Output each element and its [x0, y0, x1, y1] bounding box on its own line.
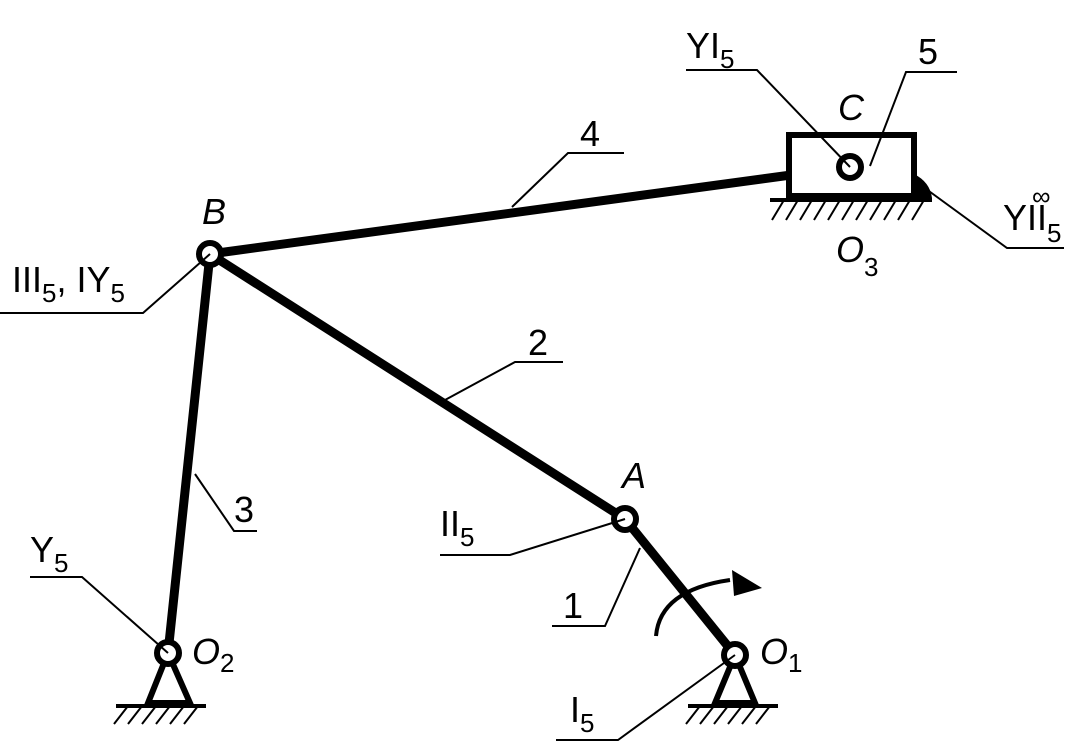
iii5-base: III [12, 259, 42, 300]
o1-base: O [760, 631, 788, 672]
link-number-5: 5 [918, 31, 938, 72]
ic-label-ii5: II5 [440, 503, 474, 552]
point-label-b: B [202, 191, 226, 232]
link-number-1: 1 [563, 585, 583, 626]
ic-label-y5: Y5 [30, 529, 68, 578]
ic-label-iii5-iy5: III5, IY5 [12, 259, 125, 308]
iy5-base: , IY [56, 259, 110, 300]
link-2 [205, 249, 630, 524]
o2-base: O [192, 631, 220, 672]
y5-base: Y [30, 529, 54, 570]
o1-sub: 1 [788, 648, 802, 678]
link-number-3: 3 [234, 489, 254, 530]
iy5-sub: 5 [111, 278, 125, 308]
link-number-2: 2 [528, 322, 548, 363]
point-label-a: A [620, 455, 646, 496]
o2-sub: 2 [220, 648, 234, 678]
ground-support-o2 [113, 645, 206, 725]
link-number-4: 4 [580, 113, 600, 154]
leader-lines [0, 69, 1064, 741]
rotation-arrow-icon [654, 570, 762, 637]
ic-label-yii5: YII5 [1003, 197, 1061, 248]
i5-base: I [570, 689, 580, 730]
ground-guide-o3 [770, 174, 932, 221]
link-4 [205, 162, 855, 259]
ic-label-yi5: YI5 [686, 25, 734, 74]
yi5-base: YI [686, 25, 720, 66]
ii5-sub: 5 [460, 522, 474, 552]
ii5-base: II [440, 503, 460, 544]
y5-sub: 5 [54, 548, 68, 578]
point-label-o2: O2 [192, 631, 234, 678]
link-3 [163, 249, 215, 658]
yii5-sub: 5 [1047, 218, 1061, 248]
yii5-base: YII [1003, 197, 1047, 238]
o3-sub: 3 [864, 252, 878, 282]
ground-support-o1 [685, 647, 778, 725]
o3-base: O [836, 229, 864, 270]
link-1 [620, 514, 740, 660]
i5-sub: 5 [580, 708, 594, 738]
point-label-o1: O1 [760, 631, 802, 678]
yi5-sub: 5 [720, 44, 734, 74]
ic-label-yii5-infinity: ∞ [1032, 181, 1051, 211]
point-label-c: C [838, 87, 865, 128]
point-label-o3: O3 [836, 229, 878, 282]
ic-label-i5: I5 [570, 689, 594, 738]
iii5-sub: 5 [42, 278, 56, 308]
